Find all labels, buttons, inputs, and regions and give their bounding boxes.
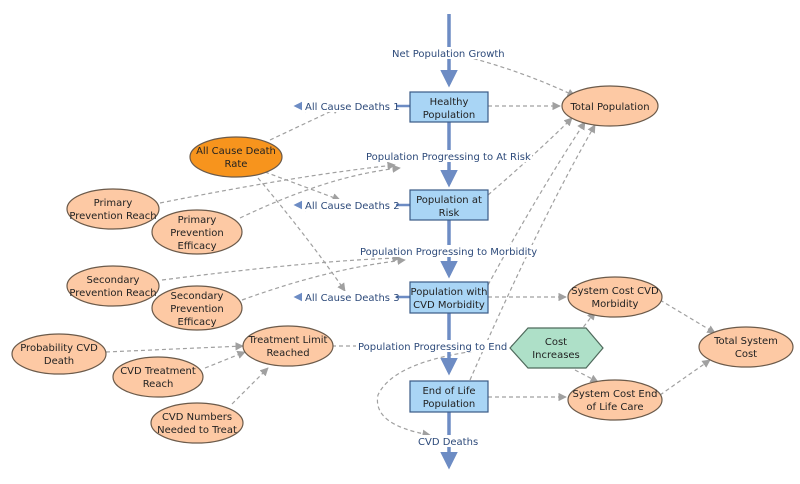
variable-total-system-cost[interactable]: Total System Cost	[698, 326, 794, 368]
svg-text:CVD Treatment: CVD Treatment	[120, 366, 196, 377]
svg-text:Population: Population	[423, 399, 476, 410]
link-prob-treatment	[105, 342, 244, 353]
link-numbers-treatment	[231, 367, 269, 405]
svg-text:Prevention Reach: Prevention Reach	[69, 211, 156, 222]
link-primaryeff-flow	[239, 164, 401, 219]
variable-secondary-prevention-reach[interactable]: Secondary Prevention Reach	[66, 265, 160, 307]
link-cost-syscvd	[574, 311, 596, 339]
svg-text:Total Population: Total Population	[569, 102, 649, 113]
svg-text:of Life Care: of Life Care	[586, 402, 643, 413]
variable-secondary-prevention-efficacy[interactable]: Secondary Prevention Efficacy	[151, 285, 243, 331]
svg-text:Secondary: Secondary	[171, 291, 224, 302]
svg-text:Risk: Risk	[439, 208, 460, 219]
svg-text:Treatment Limit: Treatment Limit	[248, 335, 328, 346]
variable-cvd-numbers-needed[interactable]: CVD Numbers Needed to Treat	[150, 402, 244, 444]
svg-text:Prevention: Prevention	[170, 228, 223, 239]
flow-label-deaths-2: All Cause Deaths 2	[305, 201, 400, 212]
link-cvd-total	[487, 121, 586, 286]
svg-text:Population with: Population with	[411, 287, 488, 298]
svg-text:Population at: Population at	[416, 195, 482, 206]
flow-label-progress-at-risk: Population Progressing to At Risk	[366, 152, 531, 163]
svg-text:Reached: Reached	[266, 348, 309, 359]
link-deathrate-deaths3	[257, 177, 346, 292]
flow-label-deaths-1: All Cause Deaths 1	[305, 102, 400, 113]
variable-total-population[interactable]: Total Population	[561, 85, 659, 127]
svg-text:Reach: Reach	[143, 379, 174, 390]
variable-primary-prevention-efficacy[interactable]: Primary Prevention Efficacy	[151, 209, 243, 255]
link-reach-treatment	[204, 350, 246, 369]
svg-text:Prevention: Prevention	[170, 304, 223, 315]
variable-primary-prevention-reach[interactable]: Primary Prevention Reach	[66, 188, 160, 230]
svg-text:Cost: Cost	[545, 337, 567, 348]
link-deathrate-deaths2	[264, 171, 341, 202]
link-syscvd-total	[659, 299, 716, 334]
link-secondaryreach-flow	[161, 253, 401, 281]
svg-text:Death: Death	[44, 356, 74, 367]
stock-population-at-risk[interactable]: Population at Risk	[409, 189, 489, 221]
variable-cost-increases[interactable]: Cost Increases	[509, 327, 604, 369]
svg-text:Prevention Reach: Prevention Reach	[69, 288, 156, 299]
variable-cvd-treatment-reach[interactable]: CVD Treatment Reach	[112, 356, 204, 398]
svg-text:Probability CVD: Probability CVD	[20, 343, 98, 354]
variable-treatment-limit-reached[interactable]: Treatment Limit Reached	[242, 325, 334, 367]
link-syscostend-total	[659, 359, 711, 396]
variable-system-cost-cvd-morbidity[interactable]: System Cost CVD Morbidity	[567, 276, 663, 318]
link-netgrowth-total	[459, 54, 576, 97]
svg-text:CVD Morbidity: CVD Morbidity	[413, 300, 485, 311]
svg-text:Increases: Increases	[532, 350, 580, 361]
svg-text:All Cause Death: All Cause Death	[196, 146, 276, 157]
svg-text:Rate: Rate	[225, 159, 248, 170]
svg-text:Primary: Primary	[94, 198, 133, 209]
link-deathrate-deaths1	[269, 106, 341, 141]
svg-text:Secondary: Secondary	[87, 275, 140, 286]
flow-label-progress-end: Population Progressing to End o	[358, 342, 517, 353]
svg-text:Efficacy: Efficacy	[177, 241, 216, 252]
flow-label-deaths-3: All Cause Deaths 3	[305, 293, 400, 304]
svg-text:Primary: Primary	[178, 215, 217, 226]
svg-text:Cost: Cost	[735, 349, 757, 360]
flow-label-cvd-deaths: CVD Deaths	[418, 437, 478, 448]
svg-text:System Cost End: System Cost End	[573, 389, 658, 400]
svg-text:Needed to Treat: Needed to Treat	[157, 425, 237, 436]
variable-system-cost-end-of-life[interactable]: System Cost End of Life Care	[567, 379, 663, 421]
svg-text:Population: Population	[423, 110, 476, 121]
svg-text:Healthy: Healthy	[430, 97, 469, 108]
svg-text:Morbidity: Morbidity	[592, 299, 639, 310]
variable-all-cause-death-rate[interactable]: All Cause Death Rate	[189, 136, 283, 178]
svg-text:CVD Numbers: CVD Numbers	[162, 412, 232, 423]
link-cost-syscostend	[574, 369, 599, 383]
stock-end-of-life-population[interactable]: End of Life Population	[409, 380, 489, 413]
link-primaryreach-flow	[159, 161, 396, 204]
stock-healthy-population[interactable]: Healthy Population	[409, 91, 489, 123]
svg-text:End of Life: End of Life	[422, 386, 475, 397]
link-secondaryeff-flow	[241, 256, 406, 301]
flow-labels: Net Population Growth All Cause Deaths 1…	[302, 47, 538, 448]
stock-population-cvd-morbidity[interactable]: Population with CVD Morbidity	[409, 281, 489, 314]
variable-probability-cvd-death[interactable]: Probability CVD Death	[11, 333, 107, 375]
svg-text:Total System: Total System	[713, 336, 778, 347]
flow-label-net-growth: Net Population Growth	[392, 49, 505, 60]
flow-label-progress-morbidity: Population Progressing to Morbidity	[360, 247, 537, 258]
svg-text:Efficacy: Efficacy	[177, 317, 216, 328]
svg-text:System Cost CVD: System Cost CVD	[571, 286, 659, 297]
